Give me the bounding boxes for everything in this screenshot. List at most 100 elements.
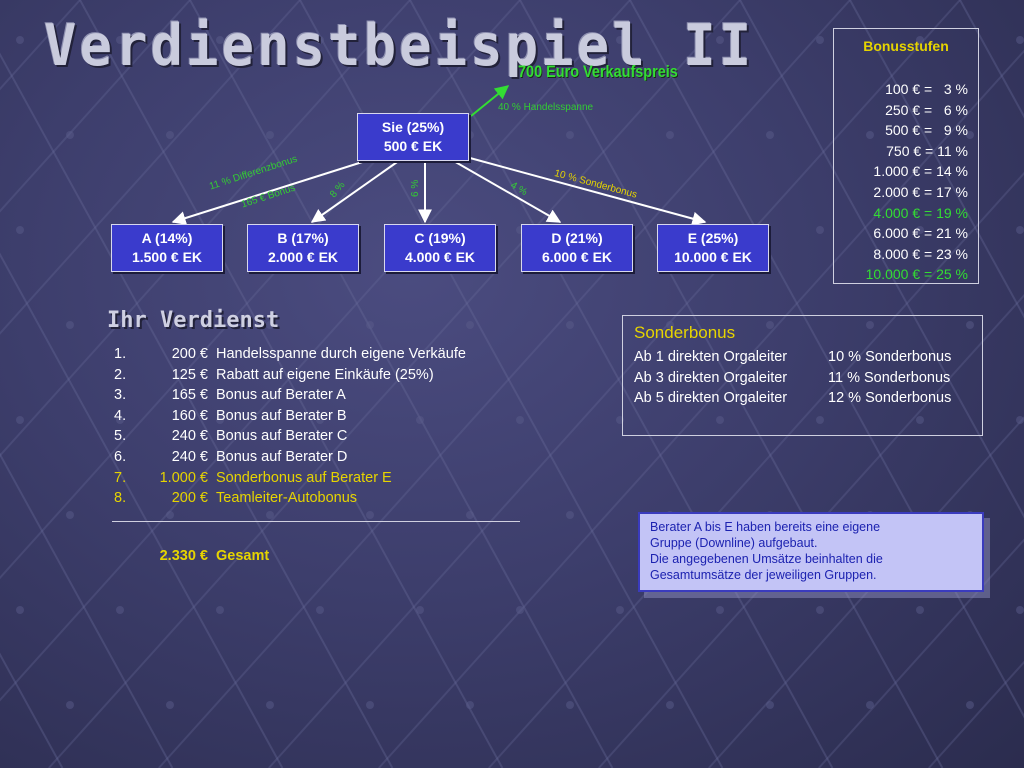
grid-line bbox=[189, 0, 614, 768]
grid-dot bbox=[266, 701, 274, 709]
item-text: Teamleiter-Autobonus bbox=[216, 490, 358, 507]
node-root: Sie (25%) 500 € EK bbox=[357, 113, 469, 161]
grid-line bbox=[0, 0, 301, 335]
grid-dot bbox=[66, 511, 74, 519]
connector-to-a bbox=[171, 157, 376, 225]
node-name: D (21%) bbox=[551, 230, 603, 246]
item-number: 2. bbox=[114, 366, 127, 383]
grid-dot bbox=[66, 321, 74, 329]
grid-dot bbox=[166, 321, 174, 329]
item-number: 5. bbox=[114, 428, 127, 445]
grid-dot bbox=[716, 606, 724, 614]
grid-dot bbox=[266, 131, 274, 139]
item-text: Bonus auf Berater B bbox=[216, 407, 347, 424]
item-amount: 125 € bbox=[171, 366, 208, 383]
note-line: Gruppe (Downline) aufgebaut. bbox=[650, 536, 818, 550]
item-amount: 1.000 € bbox=[159, 469, 208, 486]
item-number: 3. bbox=[114, 387, 127, 404]
grid-line bbox=[598, 294, 1024, 768]
sonderbonus-row: Ab 1 direkten Orgaleiter 10 % Sonderbonus bbox=[634, 347, 979, 368]
grid-dot bbox=[216, 416, 224, 424]
grid-dot bbox=[716, 416, 724, 424]
bonusstufe-row: 250 € = 6 % bbox=[885, 101, 968, 118]
grid-line bbox=[48, 0, 741, 768]
grid-dot bbox=[366, 511, 374, 519]
grid-dot bbox=[816, 226, 824, 234]
sonderbonus-condition: Ab 1 direkten Orgaleiter bbox=[634, 349, 788, 365]
node-name: E (25%) bbox=[687, 230, 739, 246]
grid-line bbox=[158, 0, 851, 768]
grid-line bbox=[0, 0, 191, 213]
bonusstufe-row: 6.000 € = 21 % bbox=[873, 225, 968, 242]
item-text: Handelsspanne durch eigene Verkäufe bbox=[216, 346, 466, 362]
grid-dot bbox=[216, 36, 224, 44]
bonusstufe-row: 500 € = 9 % bbox=[885, 122, 968, 139]
grid-line bbox=[0, 52, 394, 768]
item-text: Sonderbonus auf Berater E bbox=[216, 469, 392, 486]
grid-dot bbox=[216, 606, 224, 614]
node-root-name: Sie (25%) bbox=[381, 119, 445, 135]
grid-dot bbox=[116, 416, 124, 424]
grid-dot bbox=[16, 36, 24, 44]
grid-dot bbox=[166, 701, 174, 709]
grid-dot bbox=[616, 36, 624, 44]
grid-dot bbox=[316, 36, 324, 44]
grid-dot bbox=[116, 36, 124, 44]
bonusstufe-row: 8.000 € = 23 % bbox=[873, 245, 968, 262]
grid-dot bbox=[266, 511, 274, 519]
grid-dot bbox=[766, 131, 774, 139]
note-box: Berater A bis E haben bereits eine eigen… bbox=[638, 512, 984, 592]
grid-dot bbox=[166, 511, 174, 519]
grid-dot bbox=[1016, 416, 1024, 424]
item-number: 7. bbox=[114, 469, 127, 486]
grid-dot bbox=[516, 606, 524, 614]
grid-dot bbox=[366, 321, 374, 329]
bonusstufen-title: Bonusstufen bbox=[863, 38, 949, 54]
grid-dot bbox=[1016, 226, 1024, 234]
connector-to-b bbox=[310, 159, 401, 223]
item-number: 1. bbox=[114, 346, 127, 362]
grid-dot bbox=[616, 606, 624, 614]
sonderbonus-condition: Ab 3 direkten Orgaleiter bbox=[634, 369, 788, 386]
grid-dot bbox=[916, 36, 924, 44]
grid-line bbox=[629, 0, 1024, 719]
grid-dot bbox=[666, 131, 674, 139]
label-handelsspanne: 40 % Handelsspanne bbox=[498, 102, 594, 113]
bonusstufe-row: 2.000 € = 17 % bbox=[873, 183, 968, 200]
verdienst-title: Ihr Verdienst bbox=[107, 308, 280, 333]
grid-dot bbox=[316, 416, 324, 424]
grid-dot bbox=[766, 321, 774, 329]
grid-dot bbox=[966, 321, 974, 329]
grid-line bbox=[519, 0, 944, 768]
grid-dot bbox=[16, 606, 24, 614]
connector-to-e bbox=[469, 157, 707, 226]
grid-dot bbox=[166, 131, 174, 139]
label-pct-c: 6 % bbox=[410, 179, 421, 197]
grid-dot bbox=[16, 226, 24, 234]
item-number: 6. bbox=[114, 448, 127, 465]
grid-line bbox=[0, 0, 631, 702]
grid-line bbox=[409, 0, 834, 768]
grid-dot bbox=[66, 131, 74, 139]
grid-line bbox=[0, 252, 284, 768]
bonusstufen-box: Bonusstufen 100 € = 3 % 250 € = 6 % 500 … bbox=[833, 28, 979, 284]
note-line: Gesamtumsätze der jeweiligen Gruppen. bbox=[650, 568, 877, 582]
item-amount: 160 € bbox=[171, 407, 208, 424]
item-amount: 240 € bbox=[171, 448, 208, 465]
grid-dot bbox=[466, 701, 474, 709]
grid-line bbox=[818, 538, 1024, 768]
grid-dot bbox=[466, 511, 474, 519]
node-root-value: 500 € EK bbox=[383, 138, 443, 154]
sonderbonus-value: 11 % Sonderbonus bbox=[828, 369, 951, 386]
grid-dot bbox=[16, 416, 24, 424]
grid-line bbox=[488, 171, 1024, 768]
item-amount: 240 € bbox=[171, 428, 208, 445]
sonderbonus-value: 10 % Sonderbonus bbox=[828, 349, 952, 365]
grid-dot bbox=[966, 701, 974, 709]
node-name: C (19%) bbox=[414, 230, 466, 246]
total-label: Gesamt bbox=[216, 548, 270, 564]
bonusstufe-row: 100 € = 3 % bbox=[885, 81, 968, 97]
grid-dot bbox=[1016, 36, 1024, 44]
grid-line bbox=[0, 452, 174, 768]
grid-dot bbox=[266, 321, 274, 329]
